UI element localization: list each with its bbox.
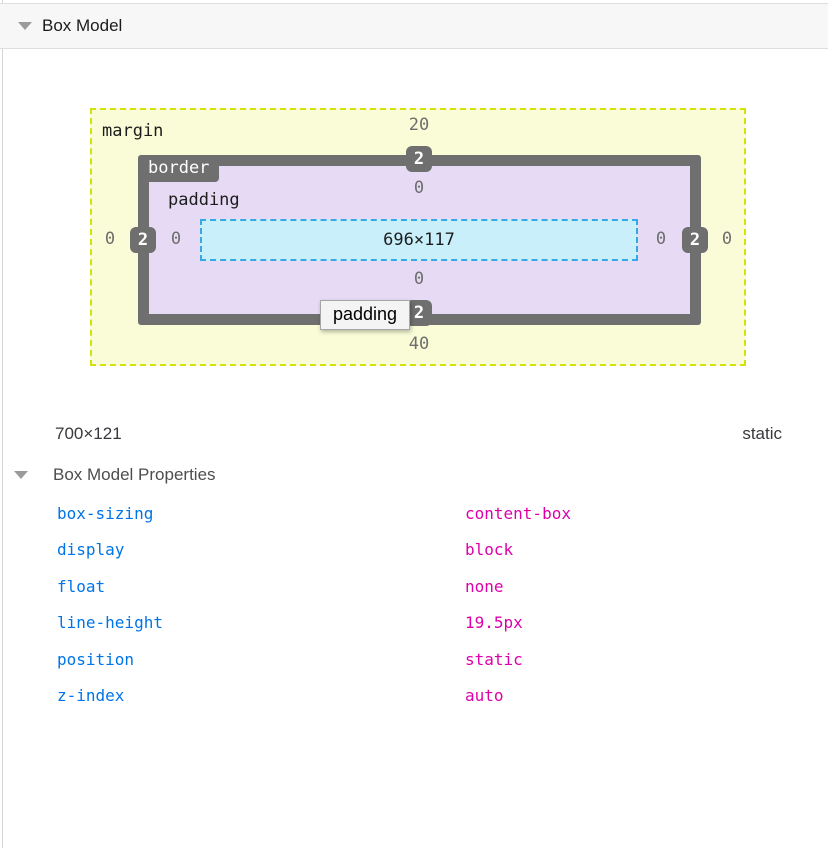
property-value: block bbox=[465, 540, 514, 560]
property-name: line-height bbox=[57, 613, 163, 633]
disclosure-triangle-icon[interactable] bbox=[18, 22, 32, 30]
property-value: 19.5px bbox=[465, 613, 523, 633]
element-position: static bbox=[742, 424, 782, 443]
property-row: line-height 19.5px bbox=[0, 605, 828, 642]
property-value: auto bbox=[465, 686, 504, 706]
padding-left-value[interactable]: 0 bbox=[170, 229, 182, 249]
margin-top-value[interactable]: 20 bbox=[408, 115, 430, 135]
property-row: position static bbox=[0, 641, 828, 678]
margin-right-value[interactable]: 0 bbox=[721, 229, 733, 249]
disclosure-triangle-icon[interactable] bbox=[14, 471, 28, 479]
property-value: content-box bbox=[465, 503, 571, 523]
property-name: box-sizing bbox=[57, 503, 154, 523]
box-model-properties-title: Box Model Properties bbox=[53, 465, 216, 484]
border-right-value[interactable]: 2 bbox=[682, 227, 708, 253]
box-model-properties-list: box-sizing content-box display block flo… bbox=[0, 495, 828, 714]
border-bottom-value[interactable]: 2 bbox=[406, 300, 432, 326]
panel-left-border bbox=[2, 0, 3, 848]
margin-bottom-value[interactable]: 40 bbox=[408, 334, 430, 354]
padding-bottom-value[interactable]: 0 bbox=[413, 269, 425, 289]
property-name: position bbox=[57, 649, 135, 669]
property-name: display bbox=[57, 540, 125, 560]
property-row: z-index auto bbox=[0, 678, 828, 715]
property-name: float bbox=[57, 576, 106, 596]
margin-left-value[interactable]: 0 bbox=[104, 229, 116, 249]
padding-right-value[interactable]: 0 bbox=[655, 229, 667, 249]
property-value: static bbox=[465, 649, 523, 669]
box-model-properties-header[interactable]: Box Model Properties bbox=[0, 462, 828, 488]
box-model-header[interactable]: Box Model bbox=[0, 3, 828, 49]
box-model-title: Box Model bbox=[42, 16, 123, 35]
border-top-value[interactable]: 2 bbox=[406, 146, 432, 172]
border-label: border bbox=[138, 155, 220, 182]
property-value: none bbox=[465, 576, 504, 596]
property-row: box-sizing content-box bbox=[0, 495, 828, 532]
element-summary-row: 700×121 static bbox=[0, 424, 828, 448]
padding-label: padding bbox=[168, 190, 240, 210]
element-dimensions: 700×121 bbox=[55, 424, 122, 443]
property-name: z-index bbox=[57, 686, 125, 706]
content-region[interactable]: 696×117 bbox=[200, 219, 638, 261]
margin-label: margin bbox=[102, 121, 164, 141]
border-left-value[interactable]: 2 bbox=[130, 227, 156, 253]
padding-tooltip: padding bbox=[320, 300, 411, 330]
padding-top-value[interactable]: 0 bbox=[413, 178, 425, 198]
property-row: float none bbox=[0, 568, 828, 605]
property-row: display block bbox=[0, 532, 828, 569]
